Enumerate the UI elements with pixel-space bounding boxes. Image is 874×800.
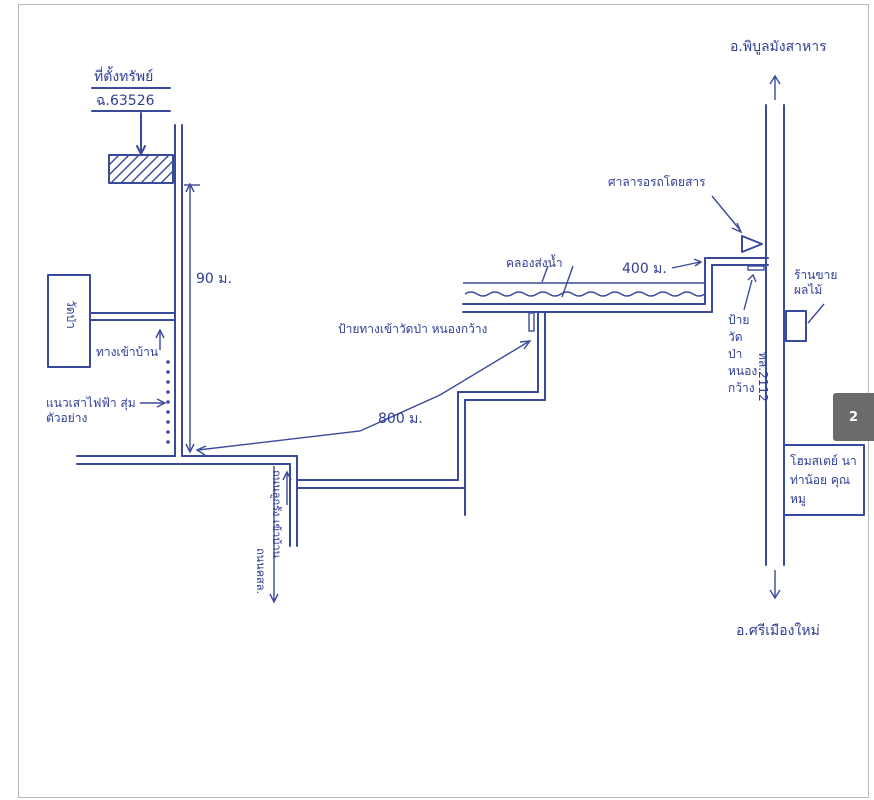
bus-shelter-pointer <box>711 195 741 231</box>
highway-label: ทล.2112 <box>756 352 770 402</box>
fruit-shop-label: ร้านขาย ผลไม้ <box>794 268 838 297</box>
property-label: ที่ตั้งทรัพย์ <box>94 69 154 85</box>
power-pole-label: แนวเสาไฟฟ้า สุ่มตัวอย่าง <box>46 396 136 425</box>
south-destination: อ.ศรีเมืองใหม่ <box>736 623 820 639</box>
north-destination: อ.พิบูลมังสาหาร <box>730 39 827 55</box>
highway-sign <box>747 265 765 271</box>
page-number-badge[interactable]: 2 <box>833 393 874 441</box>
dim-400m <box>671 261 701 269</box>
dim-90m-label: 90 ม. <box>196 271 232 287</box>
dim-800m-label: 800 ม. <box>378 411 423 427</box>
pole-pointer-head <box>156 398 167 408</box>
entrance-arrow-head <box>155 328 165 339</box>
sign-post <box>528 312 535 332</box>
homestay-box <box>783 444 865 516</box>
homestay-label: โฮมสเตย์ นาท่าน้อย คุณหมู <box>790 454 857 506</box>
dim-400m-label: 400 ม. <box>622 261 667 277</box>
highway-sign-pointer <box>743 279 753 311</box>
temple-sign-label: ป้ายทางเข้าวัดป่า หนองกว้าง <box>338 322 488 336</box>
property-parcel <box>108 154 174 184</box>
bus-shelter-pointer-head <box>731 222 743 234</box>
bus-shelter-symbol <box>741 235 763 253</box>
canal-pointer <box>541 265 549 283</box>
bottom-side-road-label: ถนนคสล. <box>254 548 267 595</box>
dim-400m-head <box>693 258 703 267</box>
village-entrance-label: ทางเข้าบ้าน <box>96 345 159 359</box>
highway-2112 <box>765 74 785 600</box>
highway-sign-label: ป้าย วัด ป่า หนอง กว้าง <box>728 313 758 395</box>
fruit-shop-box <box>785 310 807 342</box>
canal-road <box>462 257 769 313</box>
power-pole-dots <box>166 360 170 444</box>
deed-number: ฉ.63526 <box>96 93 155 109</box>
side-road-arrow-head <box>269 593 279 604</box>
highway-sign-pointer-head <box>747 273 757 283</box>
canal-pointer-2 <box>561 265 574 298</box>
bus-shelter-label: ศาลารอรถโดยสาร <box>608 175 706 189</box>
side-road-label: ถนนลูกรัง เข้าบ้าน <box>270 470 283 559</box>
dim-90m <box>184 182 200 454</box>
road-lower-left <box>76 455 298 547</box>
road-zigzag <box>296 311 546 516</box>
temple-label: วัดป่า <box>64 300 78 329</box>
canal-label: คลองส่งน้ำ <box>506 256 563 270</box>
property-pointer-head <box>136 145 146 155</box>
access-road-left <box>174 124 183 457</box>
fruit-shop-pointer <box>807 303 825 324</box>
dim-800m <box>195 340 532 456</box>
